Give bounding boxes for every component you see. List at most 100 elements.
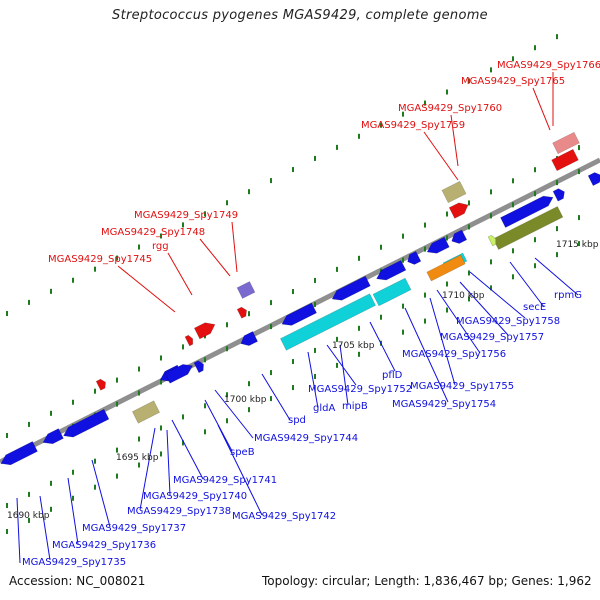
tick-bottom-mark [512,248,514,254]
tick-top-mark [270,178,272,184]
gene-forward-0-shape [164,364,193,384]
gene-label-bottom: MGAS9429_Spy1736 [52,540,156,551]
tick-top-mark [6,310,8,316]
tick-low-mark [138,462,140,468]
leader-blue-5 [369,321,396,372]
tick-mid-mark [182,344,184,350]
tick-low-mark [6,528,8,534]
tick-mid2-mark [556,180,558,186]
tick-bottom-mark [160,425,162,431]
gene-label-bottom: gldA [313,403,335,414]
tick-top-mark [490,67,492,73]
tick-top-mark [556,34,558,40]
map-title: Streptococcus pyogenes MGAS9429, complet… [112,8,488,23]
gene-label-bottom: MGAS9429_Spy1740 [143,491,247,502]
gene-reverse-7 [376,259,407,281]
gene-cyan-block-2 [372,277,412,307]
leader-blue-0 [534,257,579,296]
leader-blue-11 [261,373,291,421]
gene-label-bottom: MGAS9429_Spy1755 [410,381,514,392]
leader-blue-17 [217,424,263,516]
tick-mid-mark [424,222,426,228]
leader-blue-7 [326,344,357,386]
gene-khaki-left [131,400,161,424]
tick-low-mark [204,429,206,435]
tick-low-mark [226,418,228,424]
gene-forward-2-shape [500,195,554,228]
tick-low-mark [72,495,74,501]
gene-red-small-shape [236,306,247,319]
tick-mid-mark [138,366,140,372]
gene-olive-block-shape [492,206,564,250]
gene-label-top: MGAS9429_Spy1766 [497,60,600,71]
gene-reverse-8 [407,250,422,265]
gene-cyan-block-2-shape [372,277,412,307]
tick-low-mark [512,274,514,280]
gene-label-top: MGAS9429_Spy1749 [134,210,238,221]
tick-mid-mark [6,432,8,438]
tick-mid2-mark [446,235,448,241]
tick-mid2-mark [160,379,162,385]
gene-reverse-10 [451,229,468,244]
gene-red-right-shape [448,202,469,219]
tick-mid-mark [534,167,536,173]
tick-bottom-mark [446,281,448,287]
gene-label-bottom: MGAS9429_Spy1754 [392,399,496,410]
gene-red-mid-shape [193,322,216,340]
gene-reverse-9-shape [426,236,450,254]
gene-red-tiny [184,334,194,347]
tick-bottom-mark [182,414,184,420]
gene-label-bottom: secE [523,302,546,313]
scale-label: 1715 kbp [556,240,599,250]
tick-mid-mark [72,399,74,405]
leader-red-6 [167,252,193,296]
tick-top-mark [182,222,184,228]
tick-low-mark [446,307,448,313]
tick-mid-mark [358,255,360,261]
tick-mid-mark [336,266,338,272]
genome-summary-text: Topology: circular; Length: 1,836,467 bp… [262,574,592,588]
gene-red-left-shape [95,378,106,391]
tick-low-mark [94,484,96,490]
tick-mid-mark [116,377,118,383]
tick-low-mark [358,351,360,357]
tick-bottom-mark [402,303,404,309]
tick-bottom-mark [490,259,492,265]
tick-bottom-mark [138,436,140,442]
tick-top-mark [292,167,294,173]
leader-blue-12 [214,389,254,439]
leader-blue-3 [459,281,509,336]
gene-label-bottom: pflD [382,370,403,381]
tick-bottom-mark [72,469,74,475]
tick-mid-mark [270,300,272,306]
leader-red-2 [450,114,459,167]
tick-mid-mark [446,211,448,217]
scale-label: 1690 kbp [7,511,50,521]
tick-low-mark [182,440,184,446]
tick-mid2-mark [512,202,514,208]
gene-forward-3 [552,188,565,202]
gene-olive-block [492,206,564,250]
tick-low-mark [556,252,558,258]
gene-orange-block-shape [426,254,466,282]
tick-bottom-mark [556,226,558,232]
accession-text: Accession: NC_008021 [9,574,146,588]
tick-top-mark [358,133,360,139]
gene-red-top-shape [551,148,579,172]
gene-forward-3-shape [552,188,565,202]
tick-mid2-mark [314,301,316,307]
tick-mid-mark [292,289,294,295]
scale-label: 1710 kbp [442,291,485,301]
tick-top-mark [204,211,206,217]
tick-low-mark [314,373,316,379]
tick-mid2-mark [204,357,206,363]
gene-reverse-0-shape [0,441,38,466]
gene-forward-0 [164,364,193,384]
gene-label-bottom: mipB [342,401,368,412]
gene-label-bottom: MGAS9429_Spy1742 [232,511,336,522]
leader-red-7 [117,265,176,313]
gene-reverse-1 [42,428,64,445]
tick-low-mark [336,362,338,368]
gene-label-bottom: MGAS9429_Spy1735 [22,557,126,568]
